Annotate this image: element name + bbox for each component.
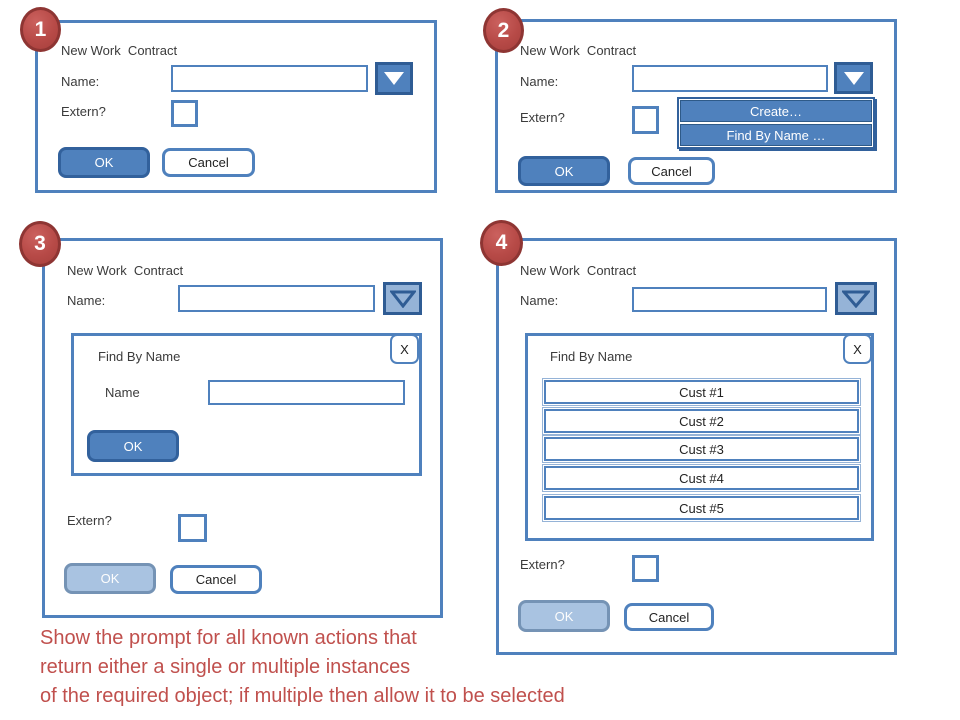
dialog-title: New Work Contract [520,263,637,278]
dropdown-menu: Create… Find By Name … [677,97,875,149]
caption-line-2: return either a single or multiple insta… [40,656,411,678]
ok-button-disabled[interactable]: OK [64,563,156,594]
name-dropdown-button[interactable] [834,62,873,94]
result-item-cust-5[interactable]: Cust #5 [542,494,861,522]
menu-item-create[interactable]: Create… [680,100,872,122]
step-badge-3: 3 [19,221,61,267]
name-dropdown-button-pressed[interactable] [383,282,422,315]
name-dropdown-button[interactable] [375,62,413,95]
panel-2-dialog-new-work-contract: New Work Contract Name: Create… Find By … [495,19,897,193]
panel-1-dialog-new-work-contract: New Work Contract Name: Extern? OK Cance… [35,20,437,193]
name-input[interactable] [178,285,375,312]
chevron-down-icon [389,290,416,308]
cancel-button[interactable]: Cancel [170,565,262,594]
extern-checkbox[interactable] [632,106,659,134]
cancel-button[interactable]: Cancel [624,603,714,631]
find-by-name-dialog: Find By Name X Name OK [71,333,422,476]
subdialog-name-label: Name [105,385,140,400]
extern-label: Extern? [61,104,106,119]
step-badge-4: 4 [480,220,523,266]
extern-checkbox[interactable] [171,100,198,127]
extern-label: Extern? [520,557,565,572]
ok-button-disabled[interactable]: OK [518,600,610,632]
name-label: Name: [520,293,559,308]
name-label: Name: [520,74,559,89]
ok-button[interactable]: OK [58,147,150,178]
subdialog-title: Find By Name [98,349,181,364]
cancel-button[interactable]: Cancel [162,148,255,177]
chevron-down-icon [384,72,404,85]
annotation-caption: Show the prompt for all known actions th… [40,624,565,711]
find-by-name-dialog: Find By Name X Cust #1 Cust #2 Cust #3 C… [525,333,874,541]
name-label: Name: [67,293,106,308]
name-label: Name: [61,74,100,89]
cancel-button[interactable]: Cancel [628,157,715,185]
step-badge-1: 1 [20,7,61,52]
extern-checkbox[interactable] [632,555,659,582]
extern-label: Extern? [520,110,565,125]
dialog-title: New Work Contract [520,43,637,58]
result-item-cust-4[interactable]: Cust #4 [542,464,861,492]
subdialog-name-input[interactable] [208,380,405,405]
close-button[interactable]: X [390,334,419,364]
ok-button[interactable]: OK [518,156,610,186]
name-input[interactable] [171,65,368,92]
result-item-cust-2[interactable]: Cust #2 [542,407,861,435]
subdialog-title: Find By Name [550,349,633,364]
extern-label: Extern? [67,513,112,528]
name-input[interactable] [632,65,828,92]
name-input[interactable] [632,287,827,312]
name-dropdown-button-pressed[interactable] [835,282,877,315]
close-button[interactable]: X [843,334,872,364]
extern-checkbox[interactable] [178,514,207,542]
caption-line-3: of the required object; if multiple then… [40,685,565,707]
subdialog-ok-button[interactable]: OK [87,430,179,462]
result-item-cust-1[interactable]: Cust #1 [542,378,861,406]
chevron-down-icon [843,71,864,85]
dialog-title: New Work Contract [61,43,178,58]
chevron-down-icon [842,290,870,308]
panel-4-dialog-new-work-contract: New Work Contract Name: Find By Name X C… [496,238,897,655]
step-badge-2: 2 [483,8,524,53]
menu-item-find-by-name[interactable]: Find By Name … [680,124,872,146]
caption-line-1: Show the prompt for all known actions th… [40,627,417,649]
dialog-title: New Work Contract [67,263,184,278]
result-item-cust-3[interactable]: Cust #3 [542,435,861,463]
panel-3-dialog-new-work-contract: New Work Contract Name: Find By Name X N… [42,238,443,618]
